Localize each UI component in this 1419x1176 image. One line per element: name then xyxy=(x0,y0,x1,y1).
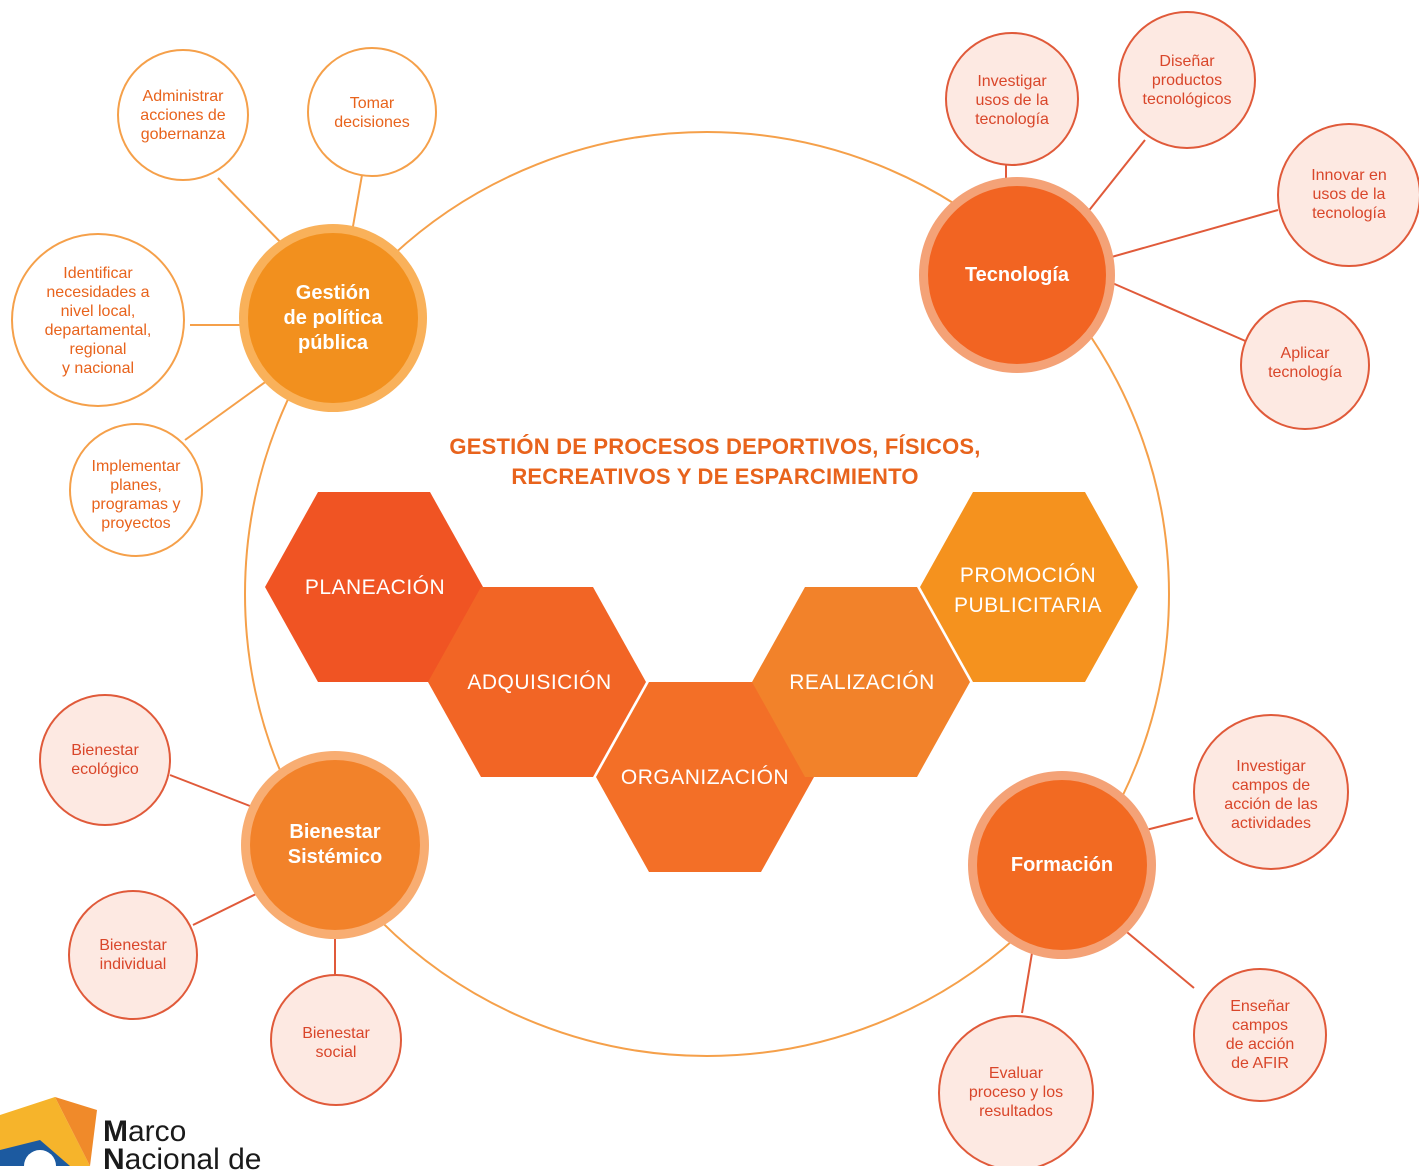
logo-text-line1: Marco xyxy=(103,1115,187,1148)
leaf-bienestar-individual xyxy=(68,890,198,1020)
hex-label-planeacion: PLANEACIÓN xyxy=(304,576,446,599)
leaf-label-evaluar: Evaluar proceso y los resultados xyxy=(968,1065,1064,1120)
leaf-label-aplicar: Aplicar tecnología xyxy=(1268,344,1342,381)
connector xyxy=(1082,139,1146,219)
process-hexagons xyxy=(265,492,1138,872)
connector xyxy=(351,174,363,233)
leaf-label-administrar: Administrar acciones de gobernanza xyxy=(140,87,226,143)
leaf-label-investigar-usos: Investigar usos de la tecnología xyxy=(975,72,1049,128)
central-ring xyxy=(244,131,1170,1057)
logo-text-line2: Nacional de xyxy=(103,1143,262,1176)
connectors-red xyxy=(169,139,1279,1014)
connector xyxy=(1145,817,1194,831)
hub-label-gestion: Gestión de política pública xyxy=(283,281,383,354)
leaf-evaluar xyxy=(938,1015,1094,1166)
logo-mark xyxy=(0,1097,97,1166)
leaf-aplicar xyxy=(1240,300,1370,430)
hex-adquisicion xyxy=(428,587,646,777)
connector xyxy=(1021,946,1034,1014)
diagram-title-line2: RECREATIVOS Y DE ESPARCIMIENTO xyxy=(511,464,919,489)
connector xyxy=(184,374,276,441)
hex-promocion xyxy=(920,492,1138,682)
leaf-circles-red xyxy=(39,11,1419,1166)
leaf-label-innovar: Innovar en usos de la tecnología xyxy=(1311,167,1387,222)
connector xyxy=(1121,927,1195,989)
hub-tecnologia xyxy=(928,186,1106,364)
leaf-label-implementar: Implementar planes, programas y proyecto… xyxy=(91,458,181,532)
hex-realizacion xyxy=(752,587,970,777)
leaf-ensenar xyxy=(1193,968,1327,1102)
hex-label-realizacion: REALIZACIÓN xyxy=(789,671,935,694)
leaf-implementar xyxy=(69,423,203,557)
leaf-label-bienestar-ecologico: Bienestar ecológico xyxy=(71,741,139,778)
connector xyxy=(217,177,289,251)
leaf-tomar xyxy=(307,47,437,177)
hex-label-organizacion: ORGANIZACIÓN xyxy=(620,766,790,789)
hub-circles xyxy=(239,177,1156,959)
hub-label-formacion: Formación xyxy=(1010,853,1114,876)
leaf-label-bienestar-social: Bienestar social xyxy=(302,1024,370,1061)
hub-gestion xyxy=(248,233,418,403)
leaf-identificar xyxy=(11,233,185,407)
leaf-disenar xyxy=(1118,11,1256,149)
leaf-bienestar-social xyxy=(270,974,402,1106)
leaf-label-ensenar: Enseñar campos de acción de AFIR xyxy=(1225,997,1295,1072)
leaf-label-tomar: Tomar decisiones xyxy=(334,94,410,131)
leaf-investigar-campos xyxy=(1193,714,1349,870)
leaf-label-investigar-campos: Investigar campos de acción de las activ… xyxy=(1224,757,1318,832)
hub-label-tecnologia: Tecnología xyxy=(964,263,1070,286)
hub-label-bienestar: Bienestar Sistémico xyxy=(287,821,383,868)
hub-bienestar xyxy=(250,760,420,930)
leaf-label-bienestar-individual: Bienestar individual xyxy=(99,936,167,973)
leaf-bienestar-ecologico xyxy=(39,694,171,826)
hex-label-promocion: PROMOCIÓN PUBLICITARIA xyxy=(954,564,1102,617)
leaf-investigar-usos xyxy=(945,32,1079,166)
hex-label-adquisicion: ADQUISICIÓN xyxy=(467,671,612,694)
hex-planeacion xyxy=(265,492,483,682)
connector xyxy=(192,891,261,926)
diagram-title-line1: GESTIÓN DE PROCESOS DEPORTIVOS, FÍSICOS, xyxy=(449,434,981,459)
leaf-innovar xyxy=(1277,123,1419,267)
leaf-label-disenar: Diseñar productos tecnológicos xyxy=(1142,53,1232,108)
leaf-label-identificar: Identificar necesidades a nivel local, d… xyxy=(44,264,152,377)
leaf-administrar xyxy=(117,49,249,181)
connector xyxy=(169,774,251,807)
hex-organizacion xyxy=(596,682,814,872)
connector xyxy=(1109,281,1251,344)
hub-formacion xyxy=(977,780,1147,950)
connector xyxy=(1107,209,1279,259)
leaf-circles-orange xyxy=(11,47,437,557)
